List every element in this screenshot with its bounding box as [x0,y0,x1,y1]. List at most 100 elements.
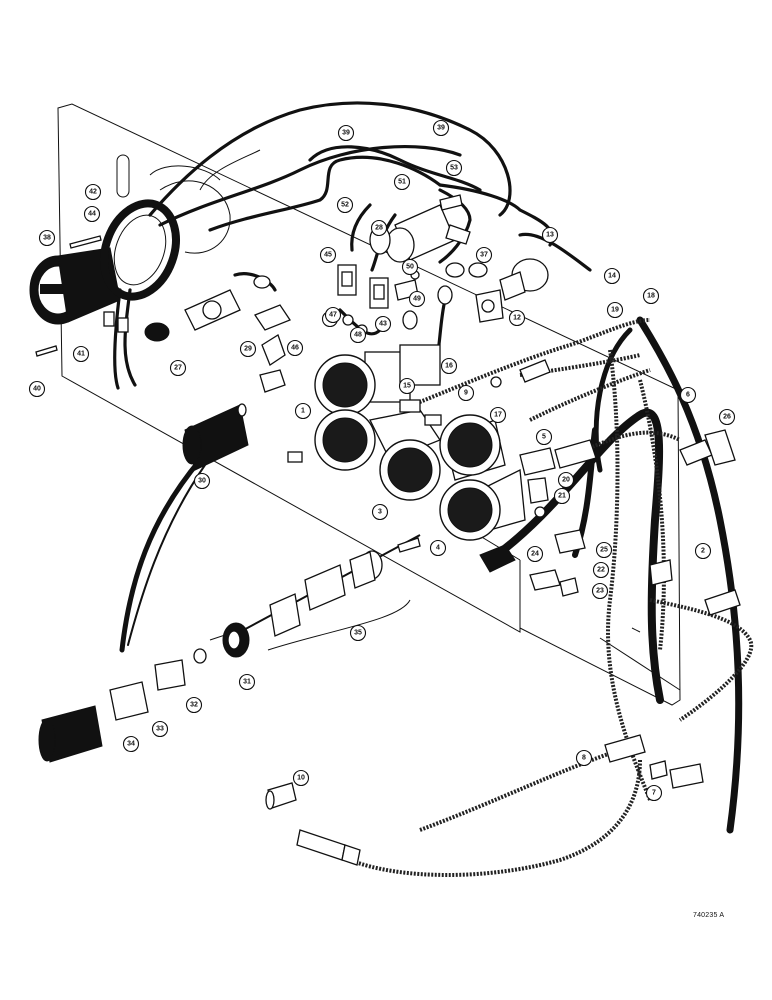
callout-label: 13 [541,226,559,244]
svg-text:17: 17 [494,412,502,419]
instrument-panel-plate [57,103,681,706]
svg-text:23: 23 [596,588,604,595]
callout-label: 19 [606,301,624,319]
callout-label: 1 [294,402,312,420]
callout-label: 25 [595,541,613,559]
callout-label: 52 [336,196,354,214]
callout-labels: 1 2 3 4 5 6 7 8 9 10 11 12 13 14 15 16 1… [28,119,736,802]
callout-label: 38 [38,229,56,247]
callout-label: 45 [319,246,337,264]
svg-text:5: 5 [542,434,546,441]
callout-label: 40 [28,380,46,398]
mounting-ring [100,199,180,301]
bolt [69,235,102,249]
callout-label: 39 [337,124,355,142]
svg-text:42: 42 [89,189,97,196]
callout-label: 43 [374,315,392,333]
callout-label: 26 [718,408,736,426]
svg-text:26: 26 [723,414,731,421]
callout-label: 5 [535,428,553,446]
svg-text:41: 41 [77,351,85,358]
figure-reference-code: 740235 A [693,912,725,919]
callout-label: 21 [553,487,571,505]
screw [35,345,58,357]
callout-label: 35 [349,624,367,642]
svg-text:25: 25 [600,547,608,554]
svg-text:15: 15 [403,383,411,390]
callout-label: 44 [83,205,101,223]
callout-label: 46 [286,339,304,357]
callout-label: 9 [457,384,475,402]
callout-label: 27 [169,359,187,377]
svg-text:29: 29 [244,346,252,353]
svg-text:48: 48 [354,332,362,339]
callout-label: 23 [591,582,609,600]
callout-label: 10 [292,769,310,787]
callout-label: 17 [489,406,507,424]
svg-text:37: 37 [480,252,488,259]
callout-label: 51 [393,173,411,191]
callout-label: 42 [84,183,102,201]
svg-text:47: 47 [329,312,337,319]
callout-label: 39 [432,119,450,137]
svg-text:52: 52 [341,202,349,209]
callout-label: 2 [694,542,712,560]
svg-text:51: 51 [398,179,406,186]
callout-label: 50 [401,258,419,276]
callout-label: 7 [645,784,663,802]
callout-label: 31 [238,673,256,691]
svg-text:19: 19 [611,307,619,314]
svg-text:14: 14 [608,273,616,280]
svg-text:13: 13 [546,232,554,239]
gauge-cluster [314,344,526,541]
svg-text:53: 53 [450,165,458,172]
callout-label: 20 [557,471,575,489]
svg-text:34: 34 [127,741,135,748]
svg-text:32: 32 [190,702,198,709]
callout-label: 6 [679,386,697,404]
callout-label: 12 [508,309,526,327]
svg-text:7: 7 [652,790,656,797]
temperature-bulb [265,782,361,866]
callout-label: 15 [398,377,416,395]
wiring-harness [113,101,743,834]
callout-label: 28 [370,219,388,237]
svg-text:12: 12 [513,315,521,322]
callout-label: 32 [185,696,203,714]
svg-text:44: 44 [88,211,96,218]
svg-text:39: 39 [437,125,445,132]
switch-assemblies [144,194,549,393]
svg-text:24: 24 [531,551,539,558]
svg-text:3: 3 [378,509,382,516]
svg-text:8: 8 [582,755,586,762]
svg-text:31: 31 [243,679,251,686]
svg-text:35: 35 [354,630,362,637]
braided-lines [349,318,754,877]
svg-text:45: 45 [324,252,332,259]
throttle-assembly [38,534,421,763]
svg-text:27: 27 [174,365,182,372]
callout-label: 41 [72,345,90,363]
callout-label: 22 [592,561,610,579]
svg-text:49: 49 [413,296,421,303]
fittings [479,359,741,789]
callout-label: 24 [526,545,544,563]
svg-text:43: 43 [379,321,387,328]
callout-label: 18 [642,287,660,305]
callout-label: 29 [239,340,257,358]
callout-label: 30 [193,472,211,490]
callout-label: 33 [151,720,169,738]
choke-knob [182,403,249,471]
svg-text:33: 33 [156,726,164,733]
callout-label: 8 [575,749,593,767]
callout-label: 34 [122,735,140,753]
svg-text:28: 28 [375,225,383,232]
svg-text:30: 30 [198,478,206,485]
svg-text:10: 10 [297,775,305,782]
callout-label: 37 [475,246,493,264]
callout-label: 49 [408,290,426,308]
callout-label: 14 [603,267,621,285]
callout-label: 4 [429,539,447,557]
svg-text:38: 38 [43,235,51,242]
